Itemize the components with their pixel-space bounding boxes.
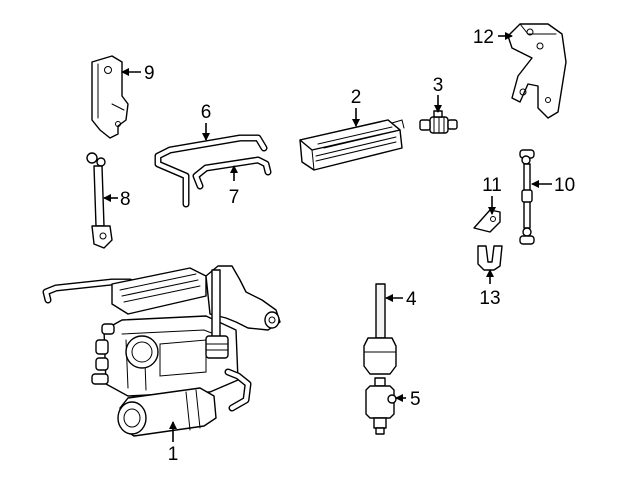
leader-lines xyxy=(103,32,552,442)
part-5-filter xyxy=(365,377,397,435)
callout-labels: 1 2 3 4 5 6 7 8 9 10 11 12 13 xyxy=(120,27,575,465)
part-13-u-clip xyxy=(477,245,503,271)
part-10-link-rod xyxy=(519,149,535,245)
callout-7: 7 xyxy=(229,187,240,208)
callout-1: 1 xyxy=(168,444,179,465)
part-2-valve-block xyxy=(299,119,405,171)
callout-10: 10 xyxy=(554,175,575,196)
part-3-sensor xyxy=(419,110,458,134)
callout-3: 3 xyxy=(433,75,444,96)
callout-12: 12 xyxy=(473,27,494,48)
callout-5: 5 xyxy=(410,389,421,410)
part-6-air-line xyxy=(154,134,268,208)
part-4-strut xyxy=(363,283,397,375)
part-8-link-rod xyxy=(86,152,113,249)
callout-9: 9 xyxy=(144,63,155,84)
callout-13: 13 xyxy=(479,288,500,309)
part-12-bracket xyxy=(507,23,567,119)
callout-6: 6 xyxy=(201,102,212,123)
part-1-compressor xyxy=(42,265,281,437)
callout-11: 11 xyxy=(482,175,502,196)
part-11-clip xyxy=(473,209,501,233)
callout-2: 2 xyxy=(351,87,362,108)
callout-8: 8 xyxy=(120,189,131,210)
callout-4: 4 xyxy=(406,289,417,310)
part-7-air-line xyxy=(192,156,272,190)
part-9-bracket xyxy=(91,55,129,139)
